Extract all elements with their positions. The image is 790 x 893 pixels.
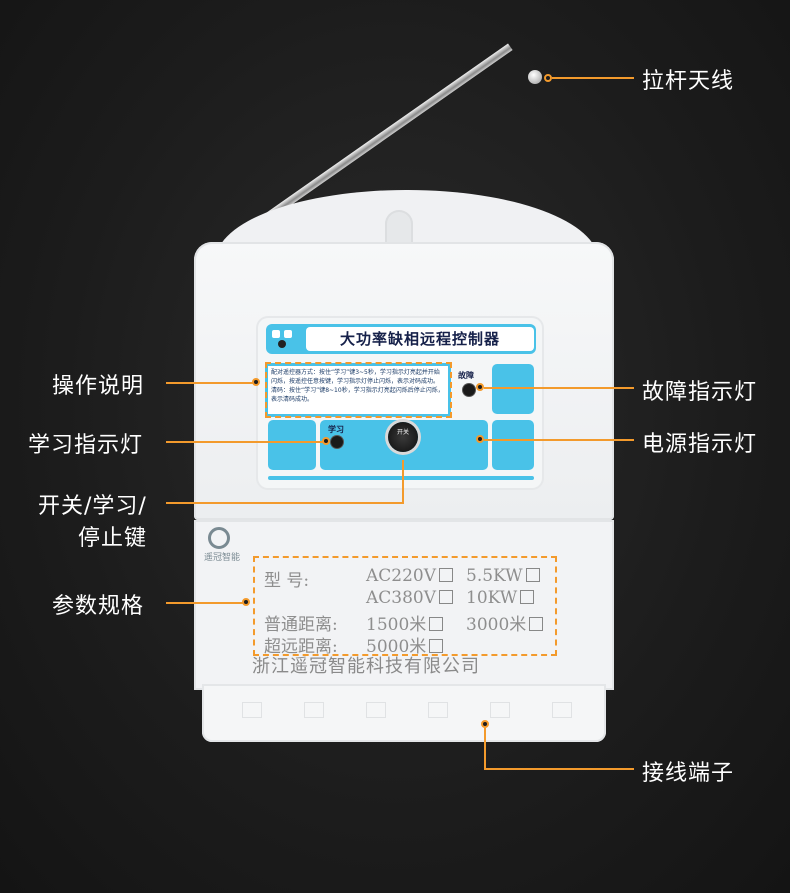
- device-lower-section: [194, 520, 614, 690]
- params-highlight: [253, 556, 557, 656]
- panel-title: 大功率缺相远程控制器: [306, 327, 534, 351]
- callout-instructions: 操作说明: [52, 374, 145, 399]
- callout-switch-line2: 停止键: [78, 526, 148, 551]
- instructions-highlight: [265, 362, 452, 418]
- callout-terminals: 接线端子: [642, 761, 735, 786]
- fault-led: [463, 384, 475, 396]
- brand-logo: [208, 527, 230, 549]
- learn-label: 学习: [328, 425, 344, 434]
- callout-switch-line1: 开关/学习/: [38, 494, 147, 519]
- callout-learn-led: 学习指示灯: [28, 433, 144, 458]
- control-panel: 大功率缺相远程控制器 配对遥控器方式：按住“学习”键3~5秒，学习指示灯亮起并开…: [258, 318, 542, 488]
- callout-params: 参数规格: [52, 594, 145, 619]
- brand-name: 遥冠智能: [204, 553, 241, 563]
- company-name: 浙江遥冠智能科技有限公司: [252, 656, 480, 677]
- fault-label: 故障: [458, 371, 474, 380]
- learn-led: [331, 436, 343, 448]
- callout-power-led: 电源指示灯: [642, 432, 758, 457]
- instruction-text: 配对遥控器方式：按住“学习”键3~5秒，学习指示灯亮起并开始闪烁，按遥控任意按键…: [268, 366, 448, 414]
- terminal-block: [202, 684, 606, 742]
- switch-knob[interactable]: 开关: [388, 422, 418, 452]
- callout-antenna: 拉杆天线: [642, 69, 735, 94]
- callout-fault-led: 故障指示灯: [642, 380, 758, 405]
